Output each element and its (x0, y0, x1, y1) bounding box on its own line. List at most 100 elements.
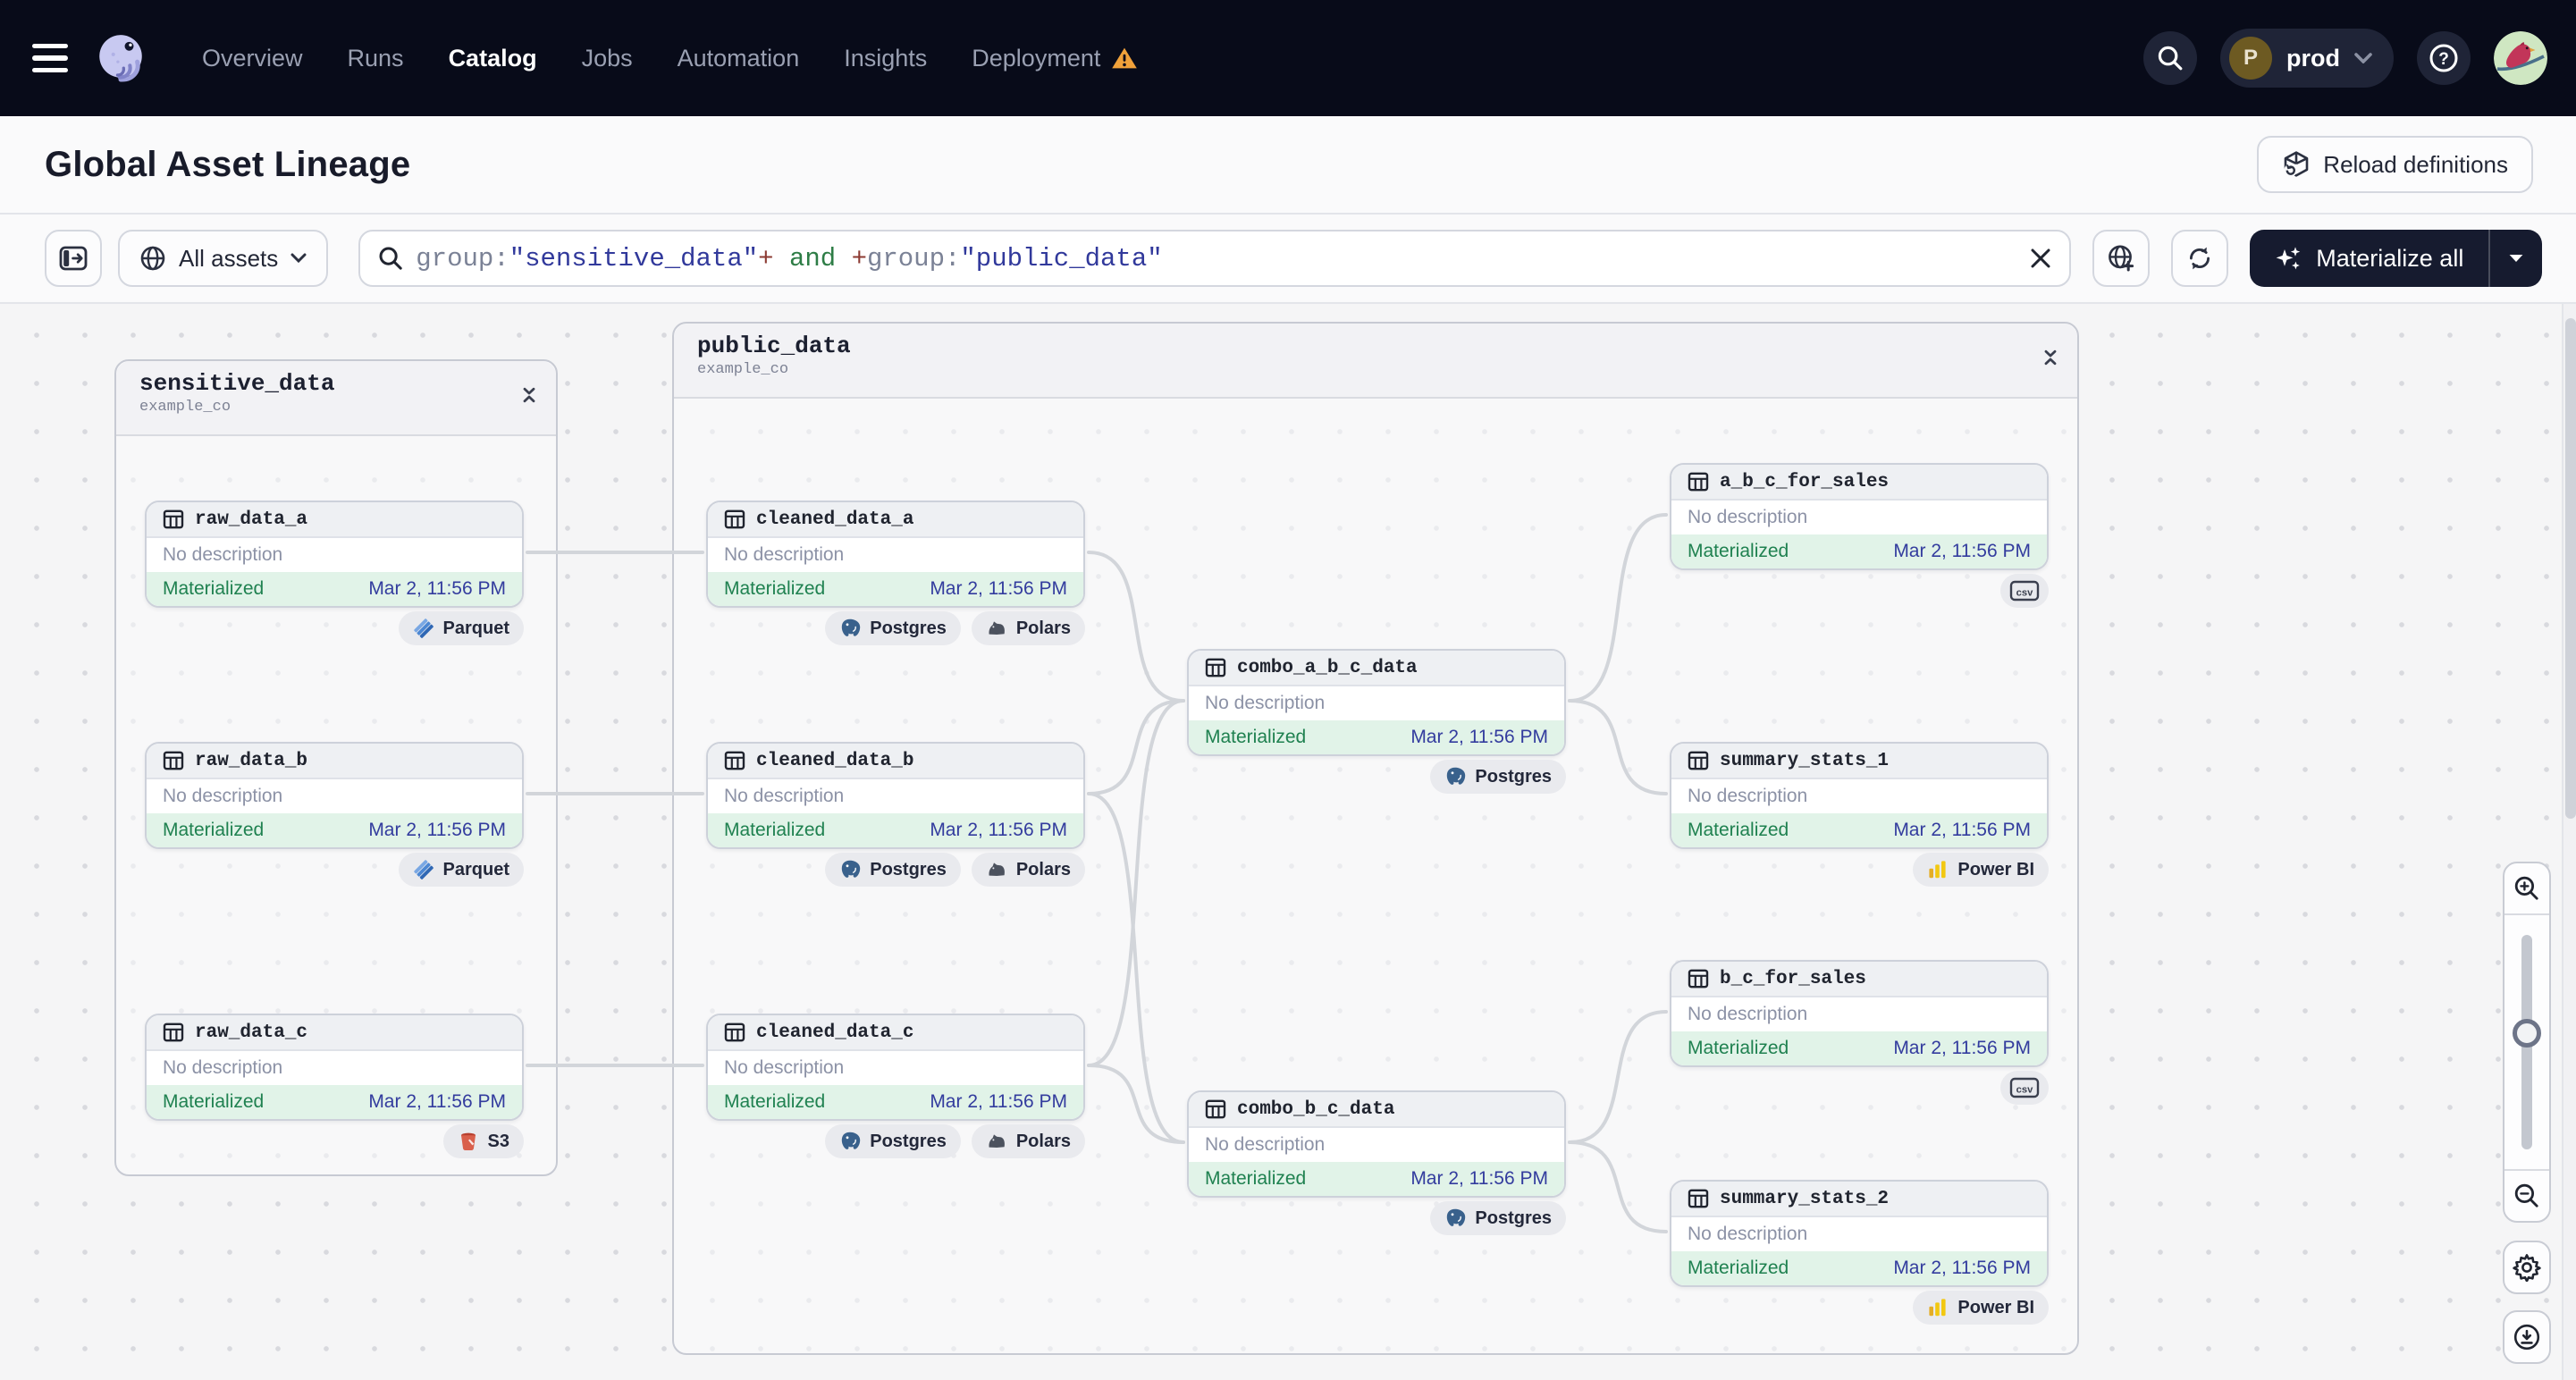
reload-cube-icon (2282, 150, 2311, 179)
table-icon (163, 750, 184, 771)
asset-node-summary_stats_1[interactable]: summary_stats_1 No description Materiali… (1670, 742, 2049, 849)
clear-search-icon[interactable] (2030, 248, 2051, 269)
kind-badge-power-bi: Power BI (1913, 853, 2049, 887)
nav-item-catalog[interactable]: Catalog (448, 44, 537, 72)
page-header: Global Asset Lineage Reload definitions (0, 116, 2576, 215)
kind-badge-postgres: Postgres (1430, 1201, 1566, 1235)
asset-scope-label: All assets (179, 244, 279, 272)
asset-node-raw_data_b[interactable]: raw_data_b No description Materialized M… (145, 742, 524, 849)
asset-node-cleaned_data_b[interactable]: cleaned_data_b No description Materializ… (706, 742, 1085, 849)
asset-status-row: Materialized Mar 2, 11:56 PM (147, 813, 522, 847)
refresh-icon[interactable] (2171, 230, 2229, 287)
asset-kind-badges: Parquet (145, 853, 524, 887)
zoom-slider[interactable] (2504, 915, 2549, 1169)
asset-name: cleaned_data_c (756, 1022, 914, 1043)
materialize-options-caret[interactable] (2490, 230, 2542, 287)
kind-badge-parquet: Parquet (398, 611, 524, 645)
asset-name: summary_stats_1 (1720, 750, 1890, 771)
kind-badge-polars: Polars (971, 611, 1085, 645)
asset-node-cleaned_data_a[interactable]: cleaned_data_a No description Materializ… (706, 501, 1085, 608)
kind-badge-parquet: Parquet (398, 853, 524, 887)
hamburger-icon[interactable] (32, 44, 68, 72)
asset-group-name: sensitive_data (139, 370, 335, 397)
kind-badge-postgres: Postgres (825, 611, 961, 645)
globe-icon (139, 245, 166, 272)
dagster-logo[interactable] (93, 30, 148, 86)
asset-group-header[interactable]: public_data example_co (674, 324, 2077, 399)
materialize-all-button[interactable]: Materialize all (2250, 230, 2543, 287)
nav-item-automation[interactable]: Automation (677, 44, 800, 72)
table-icon (1688, 968, 1709, 989)
sparkles-icon (2275, 245, 2302, 272)
help-icon[interactable]: ? (2417, 31, 2471, 85)
zoom-in-icon[interactable] (2504, 863, 2549, 915)
warning-icon (1111, 46, 1138, 70)
asset-node-combo_a_b_c_data[interactable]: combo_a_b_c_data No description Material… (1187, 649, 1566, 756)
zoom-panel (2503, 862, 2551, 1223)
deployment-avatar: P (2229, 37, 2272, 80)
asset-node-summary_stats_2[interactable]: summary_stats_2 No description Materiali… (1670, 1180, 2049, 1287)
asset-status-label: Materialized (724, 1091, 826, 1112)
asset-node-raw_data_a[interactable]: raw_data_a No description Materialized M… (145, 501, 524, 608)
search-icon[interactable] (2143, 31, 2197, 85)
button-divider (2488, 230, 2491, 287)
csv-icon: csv (2009, 579, 2040, 602)
asset-status-label: Materialized (163, 578, 265, 599)
nav-item-insights[interactable]: Insights (844, 44, 928, 72)
zoom-out-icon[interactable] (2504, 1169, 2549, 1221)
asset-kind-badges: S3 (145, 1124, 524, 1158)
asset-timestamp: Mar 2, 11:56 PM (1893, 1258, 2031, 1278)
lineage-graph-canvas[interactable]: sensitive_data example_co public_data ex… (0, 304, 2576, 1380)
zoom-slider-thumb[interactable] (2513, 1019, 2541, 1048)
polars-icon (986, 859, 1007, 880)
asset-status-label: Materialized (1688, 541, 1789, 561)
deployment-selector[interactable]: P prod (2220, 29, 2394, 88)
asset-timestamp: Mar 2, 11:56 PM (930, 820, 1067, 840)
postgres-icon (839, 1131, 861, 1152)
asset-node-raw_data_c[interactable]: raw_data_c No description Materialized M… (145, 1014, 524, 1121)
asset-status-row: Materialized Mar 2, 11:56 PM (1671, 813, 2047, 847)
asset-name: summary_stats_2 (1720, 1188, 1890, 1209)
download-image-icon[interactable] (2503, 1310, 2551, 1364)
asset-timestamp: Mar 2, 11:56 PM (1893, 541, 2031, 561)
table-icon (724, 750, 745, 771)
asset-status-label: Materialized (1205, 727, 1307, 747)
top-navbar: Overview Runs Catalog Jobs Automation Insight… (0, 0, 2576, 116)
nav-item-runs[interactable]: Runs (347, 44, 404, 72)
asset-search-input[interactable]: group:"sensitive_data"+ and +group:"publ… (358, 230, 2072, 287)
reload-definitions-button[interactable]: Reload definitions (2257, 136, 2533, 193)
collapse-group-icon[interactable] (2040, 347, 2061, 368)
table-icon (724, 1022, 745, 1043)
nav-item-overview[interactable]: Overview (202, 44, 303, 72)
asset-group-header[interactable]: sensitive_data example_co (116, 361, 556, 436)
kind-badge-postgres: Postgres (825, 853, 961, 887)
asset-kind-badges: Postgres (1187, 1201, 1566, 1235)
asset-node-b_c_for_sales[interactable]: b_c_for_sales No description Materialize… (1670, 960, 2049, 1067)
asset-timestamp: Mar 2, 11:56 PM (930, 578, 1067, 599)
open-panel-icon[interactable] (45, 230, 102, 287)
asset-description: No description (1205, 693, 1326, 713)
asset-node-a_b_c_for_sales[interactable]: a_b_c_for_sales No description Materiali… (1670, 463, 2049, 570)
nav-item-deployment[interactable]: Deployment (972, 45, 1138, 72)
asset-status-label: Materialized (1688, 1038, 1789, 1058)
nav-item-jobs[interactable]: Jobs (581, 44, 633, 72)
asset-status-row: Materialized Mar 2, 11:56 PM (147, 572, 522, 606)
asset-name: raw_data_a (195, 509, 308, 530)
asset-node-combo_b_c_data[interactable]: combo_b_c_data No description Materializ… (1187, 1090, 1566, 1198)
globe-add-icon[interactable] (2092, 230, 2151, 287)
kind-badge-postgres: Postgres (825, 1124, 961, 1158)
table-icon (724, 509, 745, 530)
asset-node-cleaned_data_c[interactable]: cleaned_data_c No description Materializ… (706, 1014, 1085, 1121)
asset-description: No description (1688, 507, 1808, 527)
asset-name: b_c_for_sales (1720, 968, 1866, 989)
asset-status-label: Materialized (163, 1091, 265, 1112)
asset-description: No description (1205, 1134, 1326, 1155)
asset-description: No description (163, 786, 283, 806)
graph-scrollbar[interactable] (2562, 304, 2576, 1380)
settings-gear-icon[interactable] (2503, 1241, 2551, 1294)
user-avatar[interactable] (2494, 31, 2547, 85)
collapse-group-icon[interactable] (518, 384, 540, 406)
asset-scope-dropdown[interactable]: All assets (118, 230, 329, 287)
graph-scrollbar-thumb[interactable] (2565, 318, 2576, 819)
